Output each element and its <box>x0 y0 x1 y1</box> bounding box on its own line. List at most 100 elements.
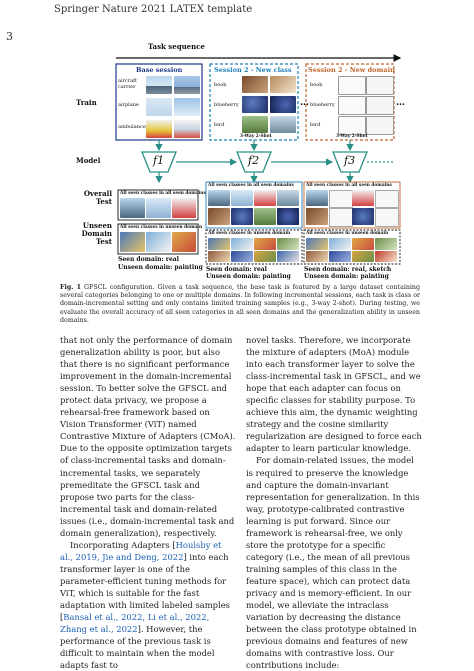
train-label: book <box>214 82 227 88</box>
domain-note-seen: Seen domain: real <box>206 266 267 273</box>
train-label: bird <box>310 122 321 128</box>
test-image <box>231 208 253 225</box>
test-image <box>306 208 328 225</box>
airplane-image <box>174 98 200 116</box>
paragraph: Incorporating Adapters [Houlsby et al., … <box>60 539 236 671</box>
painting-image <box>375 251 397 262</box>
test-box-label: All seen classes in unseen domain <box>306 231 389 236</box>
blueberry-image <box>242 96 268 113</box>
citation-link[interactable]: Bansal et al., 2022, Li et al., 2022, Zh… <box>60 612 210 635</box>
bird-image <box>242 116 268 133</box>
test-image <box>208 208 230 225</box>
aircraft-carrier-image <box>146 76 172 94</box>
painting-image <box>375 238 397 250</box>
model-f3-block <box>332 151 368 173</box>
train-label: bird <box>214 122 225 128</box>
model-f1-label: f1 <box>153 154 165 167</box>
painting-image <box>277 238 299 250</box>
base-overall-test-box <box>117 189 199 221</box>
painting-image <box>306 238 328 250</box>
session-base-title: Base session <box>136 66 183 74</box>
test-box-label: All seen classes in unseen domain <box>120 225 203 230</box>
paragraph: For domain-related issues, the model is … <box>246 455 420 671</box>
test-image <box>277 190 299 206</box>
train-label: aircraft carrier <box>118 78 138 90</box>
book-sketch-image <box>338 76 366 95</box>
session-new-domain-title: Session 2 - New domain <box>308 66 395 74</box>
bird-sketch-image <box>366 116 394 135</box>
test-image <box>329 208 353 227</box>
sequence-ellipsis: … <box>396 98 405 108</box>
domain-note-seen: Seen domain: real <box>118 256 179 263</box>
painting-image <box>231 251 253 262</box>
airplane-image <box>146 98 172 116</box>
test-image <box>277 208 299 225</box>
model-f2-block <box>236 151 272 173</box>
paragraph: that not only the performance of domain … <box>60 335 236 538</box>
train-label: ambulance <box>118 124 146 130</box>
train-label: airplane <box>118 102 139 108</box>
shot-label: 3-Way 2-Shot <box>336 134 368 139</box>
figure-caption: Fig. 1 GFSCL configuration. Given a task… <box>60 284 420 325</box>
painting-image <box>208 251 230 262</box>
bird-sketch-image <box>338 116 366 135</box>
row-label-unseen-test: Unseen Domain Test <box>81 221 112 246</box>
test-box-label: All seen classes in unseen domain <box>208 231 291 236</box>
test-box-label: All seen classes in all seen domains <box>208 183 294 188</box>
model-f1-block <box>141 151 177 173</box>
painting-image <box>254 251 276 262</box>
class-unseen-test-box <box>205 229 303 265</box>
test-image <box>375 208 399 227</box>
painting-image <box>254 238 276 250</box>
session-new-class-title: Session 2 - New class <box>214 66 292 74</box>
domain-unseen-test-box <box>303 229 401 265</box>
test-image <box>375 190 399 208</box>
text-run: Incorporating Adapters [ <box>70 539 176 550</box>
test-image <box>329 190 353 208</box>
painting-image <box>352 251 374 262</box>
book-sketch-image <box>366 76 394 95</box>
page-number: 3 <box>6 30 13 43</box>
domain-overall-test-box <box>303 181 401 229</box>
running-head: Springer Nature 2021 LATEX template <box>54 4 253 15</box>
test-image <box>120 198 145 218</box>
test-image <box>231 190 253 206</box>
caption-text: GFSCL configuration. Given a task sequen… <box>60 284 420 324</box>
painting-image <box>329 238 351 250</box>
blueberry-image <box>270 96 296 113</box>
test-box-label: All seen classes in all seen domains <box>120 191 206 196</box>
paragraph: novel tasks. Therefore, we incorporate t… <box>246 335 422 454</box>
painting-image <box>172 232 196 252</box>
painting-image <box>329 251 351 262</box>
citation-link[interactable]: Houlsby et al., 2019, Jie and Deng, 2022 <box>60 539 222 562</box>
book-image <box>242 76 268 93</box>
painting-image <box>277 251 299 262</box>
test-image <box>306 190 328 206</box>
painting-image <box>146 232 171 252</box>
test-image <box>208 190 230 206</box>
test-image <box>172 198 196 218</box>
sequence-ellipsis: … <box>300 98 309 108</box>
text-run: ] into each transformer layer is one of … <box>60 551 230 623</box>
base-unseen-test-box <box>117 223 199 255</box>
body-left-column: that not only the performance of domain … <box>60 334 236 671</box>
row-label-model: Model <box>76 156 101 165</box>
book-image <box>270 76 296 93</box>
figure-gfscl: Task sequence Base session Session 2 - N… <box>60 40 420 280</box>
train-label: blueberry <box>310 102 335 108</box>
blueberry-sketch-image <box>338 96 366 115</box>
domain-note-unseen: Unseen domain: painting <box>206 273 291 280</box>
bird-image <box>270 116 296 133</box>
painting-image <box>352 238 374 250</box>
train-label: book <box>310 82 323 88</box>
test-image <box>352 208 374 225</box>
model-f3-label: f3 <box>344 154 356 167</box>
blueberry-sketch-image <box>366 96 394 115</box>
aircraft-carrier-image <box>174 76 200 94</box>
row-label-overall-test: Overall Test <box>83 189 112 206</box>
test-image <box>352 190 374 206</box>
painting-image <box>208 238 230 250</box>
shot-label: 3-Way 2-Shot <box>240 134 272 139</box>
domain-note-seen: Seen domain: real, sketch <box>304 266 392 273</box>
test-image <box>254 208 276 225</box>
